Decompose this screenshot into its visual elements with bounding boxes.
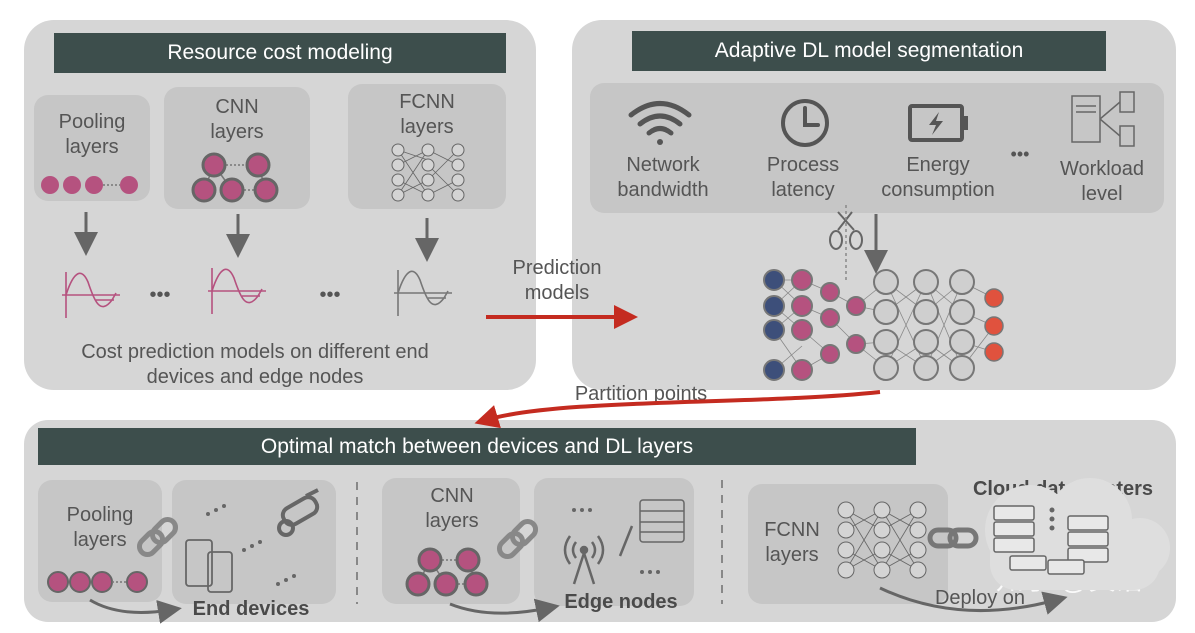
optimal-match-header: Optimal match between devices and DL lay… xyxy=(38,428,916,465)
cloud-label: Cloud data centers xyxy=(972,478,1154,500)
segmentation-title: Adaptive DL model segmentation xyxy=(714,39,1024,62)
resource-cost-title: Resource cost modeling xyxy=(167,41,393,64)
resource-cost-header: Resource cost modeling xyxy=(54,33,506,73)
watermark: 知乎 @黄浴 xyxy=(995,564,1145,595)
segmentation-header: Adaptive DL model segmentation xyxy=(632,31,1106,71)
edge-nodes-box xyxy=(534,478,694,606)
end-devices-label: End devices xyxy=(192,598,310,620)
partition-points-label: Partition points xyxy=(574,383,708,405)
optimal-match-title: Optimal match between devices and DL lay… xyxy=(260,434,694,458)
factor-dots: ••• xyxy=(1010,144,1030,164)
ellipsis-1: ••• xyxy=(149,284,171,306)
edge-nodes-label: Edge nodes xyxy=(564,591,678,613)
end-devices-box xyxy=(172,480,336,604)
ellipsis-2: ••• xyxy=(319,284,341,306)
